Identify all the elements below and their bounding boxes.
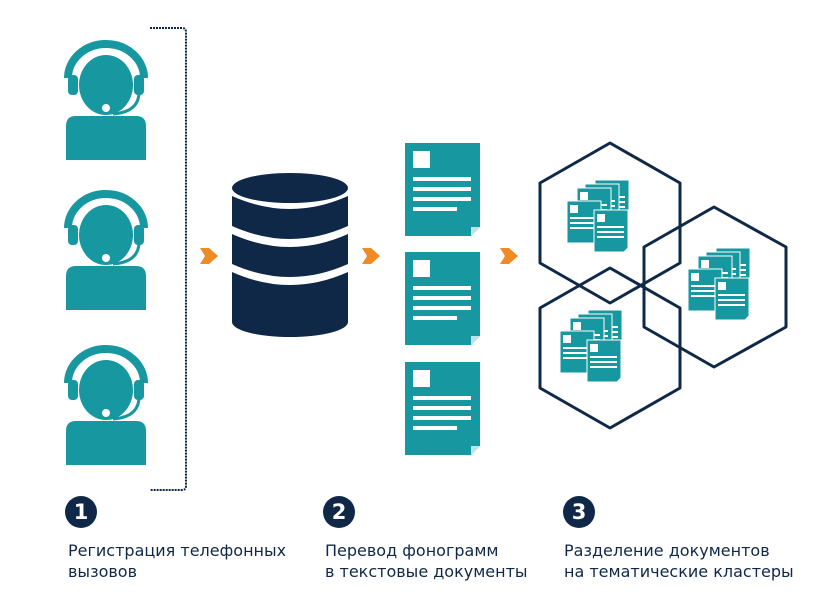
database-icon bbox=[232, 173, 348, 337]
arrow-right-icon-2 bbox=[362, 248, 380, 264]
step-label-3: Разделение документов на тематические кл… bbox=[564, 540, 794, 582]
document-stack-icon-3 bbox=[560, 310, 622, 382]
document-icon-2 bbox=[405, 252, 480, 345]
step-label-1-line-2: вызовов bbox=[68, 562, 138, 581]
document-icon-3 bbox=[405, 362, 480, 455]
step-number-2: 2 bbox=[323, 496, 355, 528]
operator-icon-1 bbox=[66, 44, 146, 160]
operator-icon-2 bbox=[66, 194, 146, 310]
document-stack-icon-2 bbox=[688, 248, 750, 320]
step-label-1: Регистрация телефонных вызовов bbox=[68, 540, 286, 582]
document-icon-1 bbox=[405, 143, 480, 236]
cluster-hexagon-2 bbox=[642, 205, 788, 369]
step-label-3-line-1: Разделение документов bbox=[564, 541, 770, 560]
step-label-3-line-2: на тематические кластеры bbox=[564, 562, 794, 581]
document-stack-icon-1 bbox=[567, 180, 629, 252]
arrow-right-icon-3 bbox=[500, 248, 518, 264]
cluster-hexagon-1 bbox=[538, 141, 682, 305]
cluster-hexagon-3 bbox=[538, 266, 682, 430]
step-label-2-line-1: Перевод фонограмм bbox=[325, 541, 499, 560]
step-label-1-line-1: Регистрация телефонных bbox=[68, 541, 287, 560]
bracket bbox=[150, 27, 187, 491]
operator-icon-3 bbox=[66, 349, 146, 465]
step-number-3: 3 bbox=[563, 496, 595, 528]
hexagon-cluster-icon bbox=[538, 141, 788, 430]
step-number-1: 1 bbox=[65, 496, 97, 528]
step-label-2: Перевод фонограмм в текстовые документы bbox=[325, 540, 528, 582]
arrow-right-icon-1 bbox=[200, 248, 218, 264]
step-label-2-line-2: в текстовые документы bbox=[325, 562, 528, 581]
